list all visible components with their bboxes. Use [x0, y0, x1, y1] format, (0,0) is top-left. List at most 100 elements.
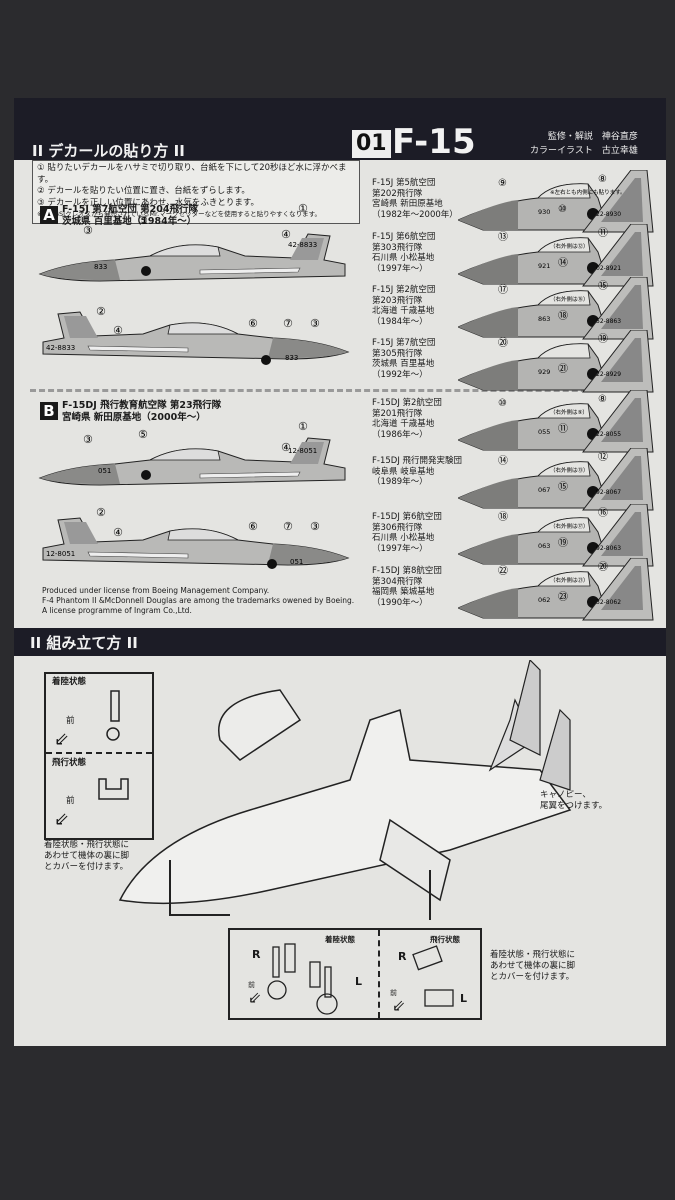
nose-number: 833: [94, 263, 107, 271]
callout: ⑫: [598, 451, 608, 463]
note-line: 着陸状態・飛行状態に: [44, 840, 130, 850]
callout: ⑪: [598, 227, 608, 239]
callout: ⑭: [558, 257, 568, 269]
callout: ⑩: [558, 204, 567, 215]
state-divider: [378, 930, 380, 1018]
variant-line: 第306飛行隊: [372, 522, 423, 533]
tail-fin-part: [539, 708, 571, 791]
landing-state-label: 着陸状態: [325, 935, 355, 944]
callout: ⑱: [498, 511, 508, 523]
tail-code: 02-8921: [596, 265, 621, 272]
fuselage: [118, 709, 572, 905]
variant-line: （1982年～2000年）: [372, 209, 458, 220]
tail-code: 42-8833: [46, 344, 75, 352]
callout: ④: [113, 526, 123, 539]
right-label: R: [252, 948, 261, 961]
nose-number: 930: [538, 208, 550, 216]
tail-code: 52-8863: [596, 318, 621, 325]
variant-note: （右外側は⑰）: [550, 522, 589, 530]
tail-fin-part: [509, 660, 541, 756]
variant-line: F-15J 第2航空団: [372, 285, 436, 295]
note-line: とカバーを付けます。: [44, 862, 129, 872]
scheme-base: 茨城県 百里基地（1984年～）: [62, 216, 197, 227]
variant-description: F-15DJ 飛行開発実験団岐阜県 岐阜基地（1989年～）: [372, 456, 462, 488]
callout: ⑤: [138, 428, 148, 441]
callout: ㉓: [558, 591, 568, 603]
callout: ⑱: [558, 310, 568, 322]
license-line: F-4 Phantom II &McDonnell Douglas are am…: [42, 596, 355, 605]
nose-number: 067: [538, 486, 550, 494]
variant-line: 第303飛行隊: [372, 242, 423, 253]
callout: ④: [281, 228, 291, 241]
callout: ⑰: [498, 284, 508, 296]
scheme-base: 宮崎県 新田原基地（2000年～）: [62, 412, 206, 423]
leader-line: [169, 860, 230, 916]
variant-note: （右外側は⑨）: [550, 408, 588, 416]
product-name: F-15: [392, 122, 476, 162]
product-number: 01: [352, 130, 391, 158]
tail-code: 12-8051: [288, 447, 317, 455]
variant-description: F-15J 第7航空団第305飛行隊茨城県 百里基地（1992年～）: [372, 338, 435, 380]
variant-line: 第304飛行隊: [372, 576, 423, 587]
variant-line: 北海道 千歳基地: [372, 306, 435, 316]
landing-state-label: 着陸状態: [52, 677, 87, 687]
callout: ⑦: [283, 317, 293, 330]
variant-line: F-15DJ 第8航空団: [372, 566, 442, 576]
callout: ⑮: [598, 280, 608, 292]
variant-line: 北海道 千歳基地: [372, 419, 435, 429]
note-line: キャノピー、: [540, 790, 591, 800]
callout: ④: [113, 324, 123, 337]
canopy-note: キャノピー、 尾翼をつけます。: [540, 790, 607, 812]
callout: ③: [310, 317, 320, 330]
variant-description: F-15DJ 第6航空団第306飛行隊石川県 小松基地（1997年～）: [372, 512, 442, 554]
front-arrow-icon: ⇙: [54, 809, 70, 830]
flight-state-label: 飛行状態: [430, 935, 460, 944]
callout: ⑭: [498, 455, 508, 467]
decal-section-title: II デカールの貼り方 II: [32, 142, 185, 160]
gear-note-right: 着陸状態・飛行状態に あわせて機体の裏に脚 とカバーを付けます。: [490, 950, 575, 983]
callout: ⑧: [598, 174, 607, 185]
instruction-note: ※(株)GSIクレオスから発売されているMr.マークセッターなどを使用すると貼り…: [37, 210, 322, 218]
scheme-title: F-15J 第7航空団 第204飛行隊 茨城県 百里基地（1984年～）: [62, 204, 198, 228]
credit-illustration: カラーイラスト 古立幸雄: [530, 146, 638, 156]
variant-description: F-15DJ 第2航空団第201飛行隊北海道 千歳基地（1986年～）: [372, 398, 442, 440]
nose-number: 863: [538, 315, 550, 323]
variant-note: （右外側は⑯）: [550, 295, 589, 303]
callout: ②: [96, 305, 106, 318]
license-line: A license programme of Ingram Co.,Ltd.: [42, 606, 192, 615]
gear-detail-box: 着陸状態 飛行状態 R L R L 前 ⇙ 前 ⇙: [228, 928, 482, 1020]
callout: ⑦: [283, 520, 293, 533]
tail-code: 32-8062: [596, 599, 621, 606]
callout: ②: [96, 506, 106, 519]
variant-description: F-15J 第2航空団第203飛行隊北海道 千歳基地（1984年～）: [372, 285, 435, 327]
callout: ①: [298, 202, 308, 215]
instruction-step: ③ デカールを正しい位置にあわせ、水気をふきとります。: [37, 197, 259, 208]
front-arrow-icon: ⇙: [248, 988, 262, 1007]
variant-line: 石川県 小松基地: [372, 253, 435, 263]
callout: ⑲: [598, 333, 608, 345]
variant-note: （右外側は⑬）: [550, 466, 589, 474]
variant-line: 福岡県 築城基地: [372, 587, 435, 597]
callout: ⑧: [598, 394, 607, 405]
assembly-section-title: II 組み立て方 II: [30, 634, 138, 652]
front-label: 前: [248, 981, 255, 989]
variant-line: 宮崎県 新田原基地: [372, 199, 443, 209]
tail-code: 42-8833: [288, 241, 317, 249]
tail-code: 92-8063: [596, 545, 621, 552]
callout: ⑬: [498, 231, 508, 243]
landing-gear-parts-icon: [267, 943, 338, 1015]
hinomaru: [267, 559, 277, 569]
landing-gear-icon: [106, 690, 120, 741]
callout: ⑥: [248, 317, 258, 330]
callout: ㉑: [558, 363, 568, 375]
nose-number: 062: [538, 596, 550, 604]
variant-line: F-15DJ 第6航空団: [372, 512, 442, 522]
callout: ㉒: [498, 565, 508, 577]
gear-cover-icon: [98, 778, 129, 800]
wing: [379, 818, 451, 902]
hinomaru: [141, 266, 151, 276]
